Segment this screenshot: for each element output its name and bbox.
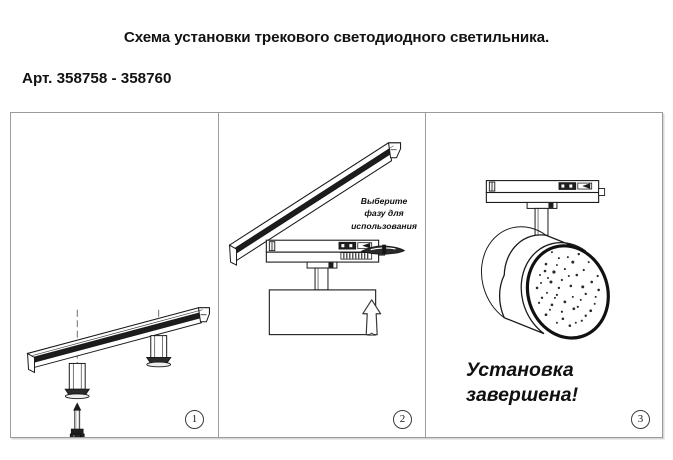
- mounting-screw-icon: [145, 335, 172, 368]
- step-panel-3: Установка завершена! 3: [426, 113, 662, 437]
- page-title: Схема установки трекового светодиодного …: [123, 29, 550, 46]
- callout-line-1: Выберите: [360, 196, 408, 206]
- step-panel-1: 1: [11, 113, 218, 437]
- done-line-1: Установка: [466, 359, 574, 381]
- track-rail-icon: [228, 142, 402, 266]
- done-line-2: завершена!: [466, 384, 579, 406]
- spotlight-head-icon: [480, 226, 610, 340]
- panel-divider-2: [425, 113, 426, 437]
- step-1-illustration: [26, 307, 210, 437]
- lens-texture: [535, 251, 600, 327]
- step-number-badge: 1: [185, 410, 204, 429]
- instruction-diagram: 1: [10, 112, 663, 438]
- callout-line-2: фазу для: [364, 208, 404, 219]
- panel-divider-1: [218, 113, 219, 437]
- step-number-badge: 2: [393, 410, 412, 429]
- step-3-illustration: [480, 180, 610, 340]
- step-2-illustration: [228, 142, 406, 336]
- step-panel-2: Выберите фазу для использования 2: [219, 113, 425, 437]
- phase-selection-callout: Выберите фазу для использования: [341, 195, 427, 232]
- article-number: Арт. 358758 - 358760: [22, 70, 172, 87]
- step-number-badge: 3: [631, 410, 650, 429]
- callout-line-3: использования: [351, 220, 417, 231]
- installation-complete-callout: Установка завершена!: [466, 358, 626, 408]
- flat-screwdriver-icon: [360, 244, 406, 255]
- mounting-screw-icon: [64, 362, 91, 400]
- screwdriver-icon: [69, 402, 85, 437]
- luminaire-body-icon: [268, 289, 377, 336]
- track-rail-icon: [26, 307, 210, 374]
- track-adapter-icon: [265, 239, 386, 291]
- track-adapter-icon: [485, 180, 606, 236]
- up-arrow-icon: [362, 299, 382, 336]
